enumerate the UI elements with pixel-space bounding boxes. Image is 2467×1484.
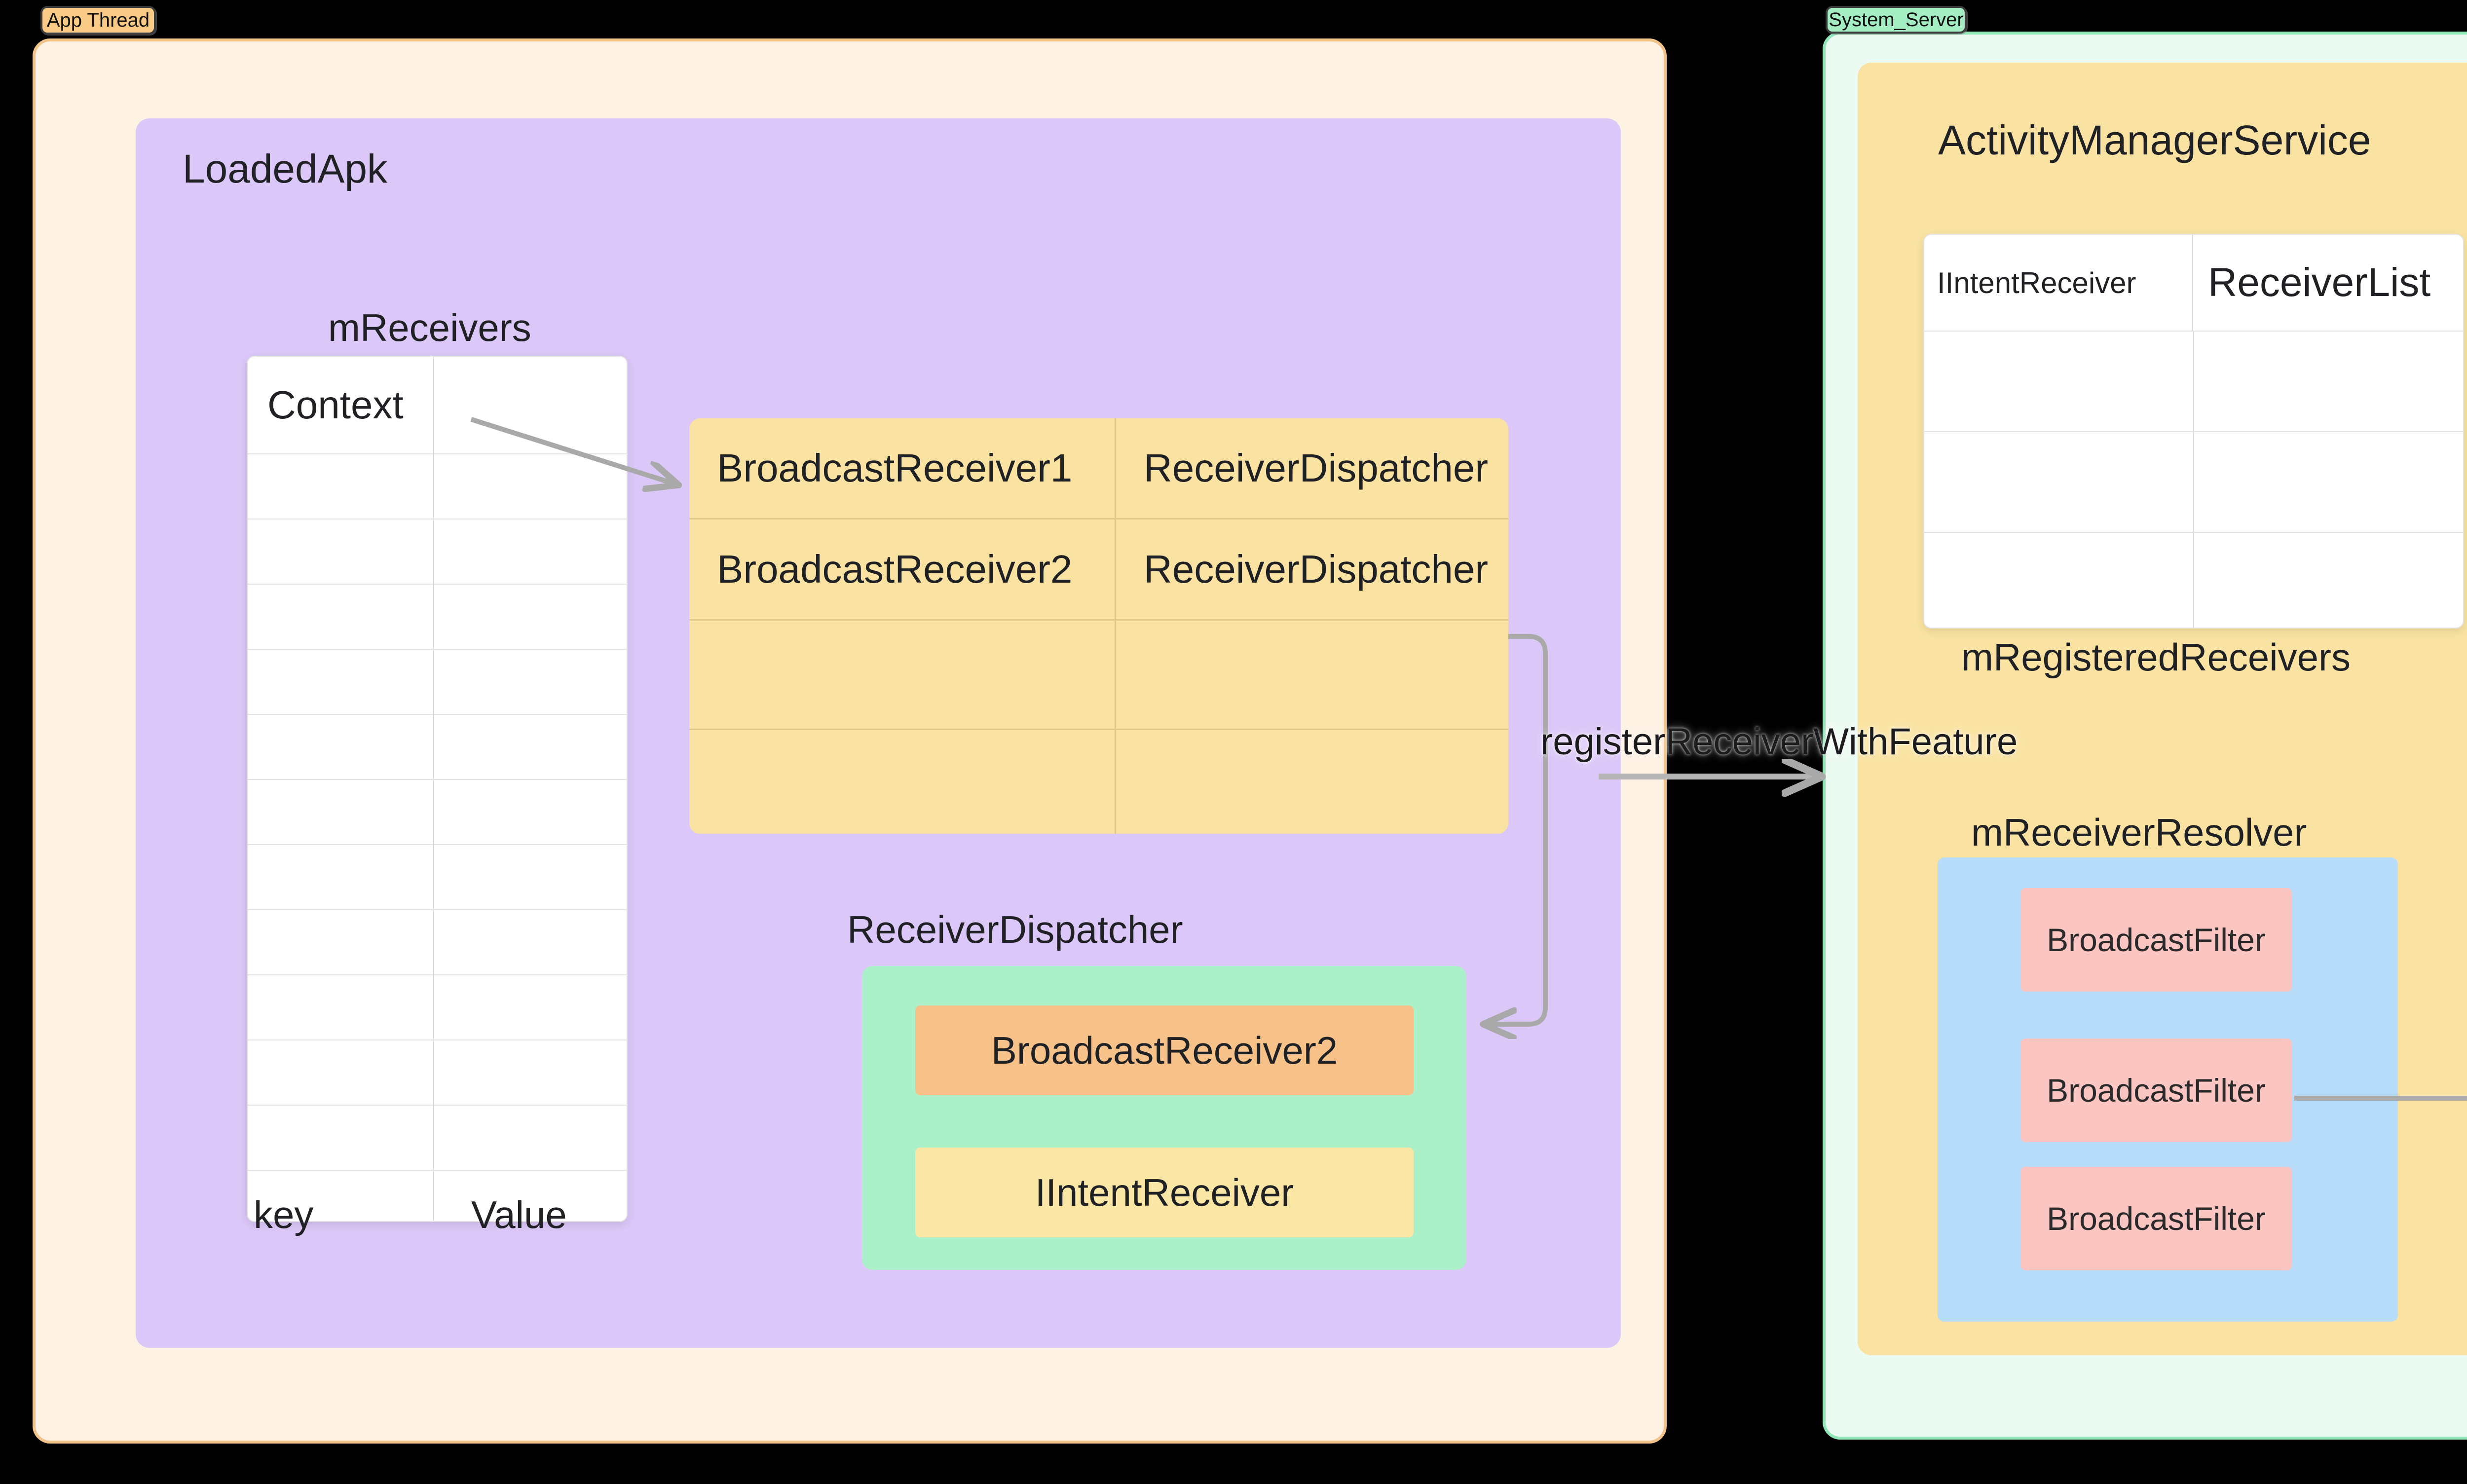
- table-row: BroadcastReceiver1 ReceiverDispatcher: [689, 418, 1508, 519]
- receiverlist-header-cell: ReceiverList: [2208, 260, 2431, 305]
- table-row: [248, 715, 627, 780]
- table-row: [248, 1171, 627, 1221]
- app-thread-tag: App Thread: [40, 6, 156, 35]
- table-row: [1924, 332, 2463, 432]
- receiver-cell: BroadcastReceiver1: [689, 418, 1116, 518]
- broadcast-filter-chip: BroadcastFilter: [2020, 1039, 2292, 1142]
- table-row: [248, 845, 627, 910]
- broadcast-filter-chip: BroadcastFilter: [2020, 1167, 2292, 1270]
- table-row: [248, 1106, 627, 1171]
- table-row: [248, 975, 627, 1040]
- table-row: [248, 1040, 627, 1106]
- context-cell: Context: [248, 357, 434, 453]
- table-row: [689, 730, 1508, 834]
- table-row: [248, 650, 627, 715]
- receiver-dispatcher-table: BroadcastReceiver1 ReceiverDispatcher Br…: [689, 418, 1508, 834]
- table-row: [248, 910, 627, 975]
- receiver-dispatcher-label: ReceiverDispatcher: [847, 908, 1183, 951]
- table-row: [248, 454, 627, 519]
- broadcast-filter-chip: BroadcastFilter: [2020, 888, 2292, 992]
- dispatcher-cell: ReceiverDispatcher: [1144, 547, 1489, 591]
- table-row: [689, 621, 1508, 730]
- map-key-label: key: [254, 1193, 314, 1236]
- table-row: [1924, 533, 2463, 628]
- dispatcher-cell: ReceiverDispatcher: [1144, 446, 1489, 490]
- iintentreceiver-header-cell: IIntentReceiver: [1924, 235, 2193, 331]
- iintent-receiver-chip: IIntentReceiver: [915, 1148, 1414, 1237]
- receiver-cell: BroadcastReceiver2: [689, 519, 1116, 619]
- broadcast-receiver2-chip: BroadcastReceiver2: [915, 1005, 1414, 1095]
- system-server-tag: System_Server: [1826, 6, 1967, 34]
- mreceivers-label: mReceivers: [328, 306, 531, 349]
- table-row: [1924, 432, 2463, 533]
- table-row: [248, 780, 627, 845]
- empty-cell: [434, 357, 627, 453]
- ams-title: ActivityManagerService: [1938, 117, 2371, 163]
- table-row: Context: [248, 357, 627, 454]
- table-row: [248, 585, 627, 650]
- mreceivers-map-table: Context: [247, 356, 628, 1222]
- mreceiverresolver-label: mReceiverResolver: [1971, 811, 2307, 854]
- table-row: [248, 519, 627, 585]
- loadedapk-title: LoadedApk: [183, 147, 387, 191]
- ipc-call-label: registerReceiverWithFeature: [1540, 721, 2018, 763]
- registered-receivers-table: IIntentReceiver ReceiverList: [1923, 234, 2464, 629]
- table-row: IIntentReceiver ReceiverList: [1924, 235, 2463, 332]
- map-value-label: Value: [471, 1193, 567, 1236]
- mregisteredreceivers-label: mRegisteredReceivers: [1961, 635, 2351, 679]
- table-row: BroadcastReceiver2 ReceiverDispatcher: [689, 519, 1508, 621]
